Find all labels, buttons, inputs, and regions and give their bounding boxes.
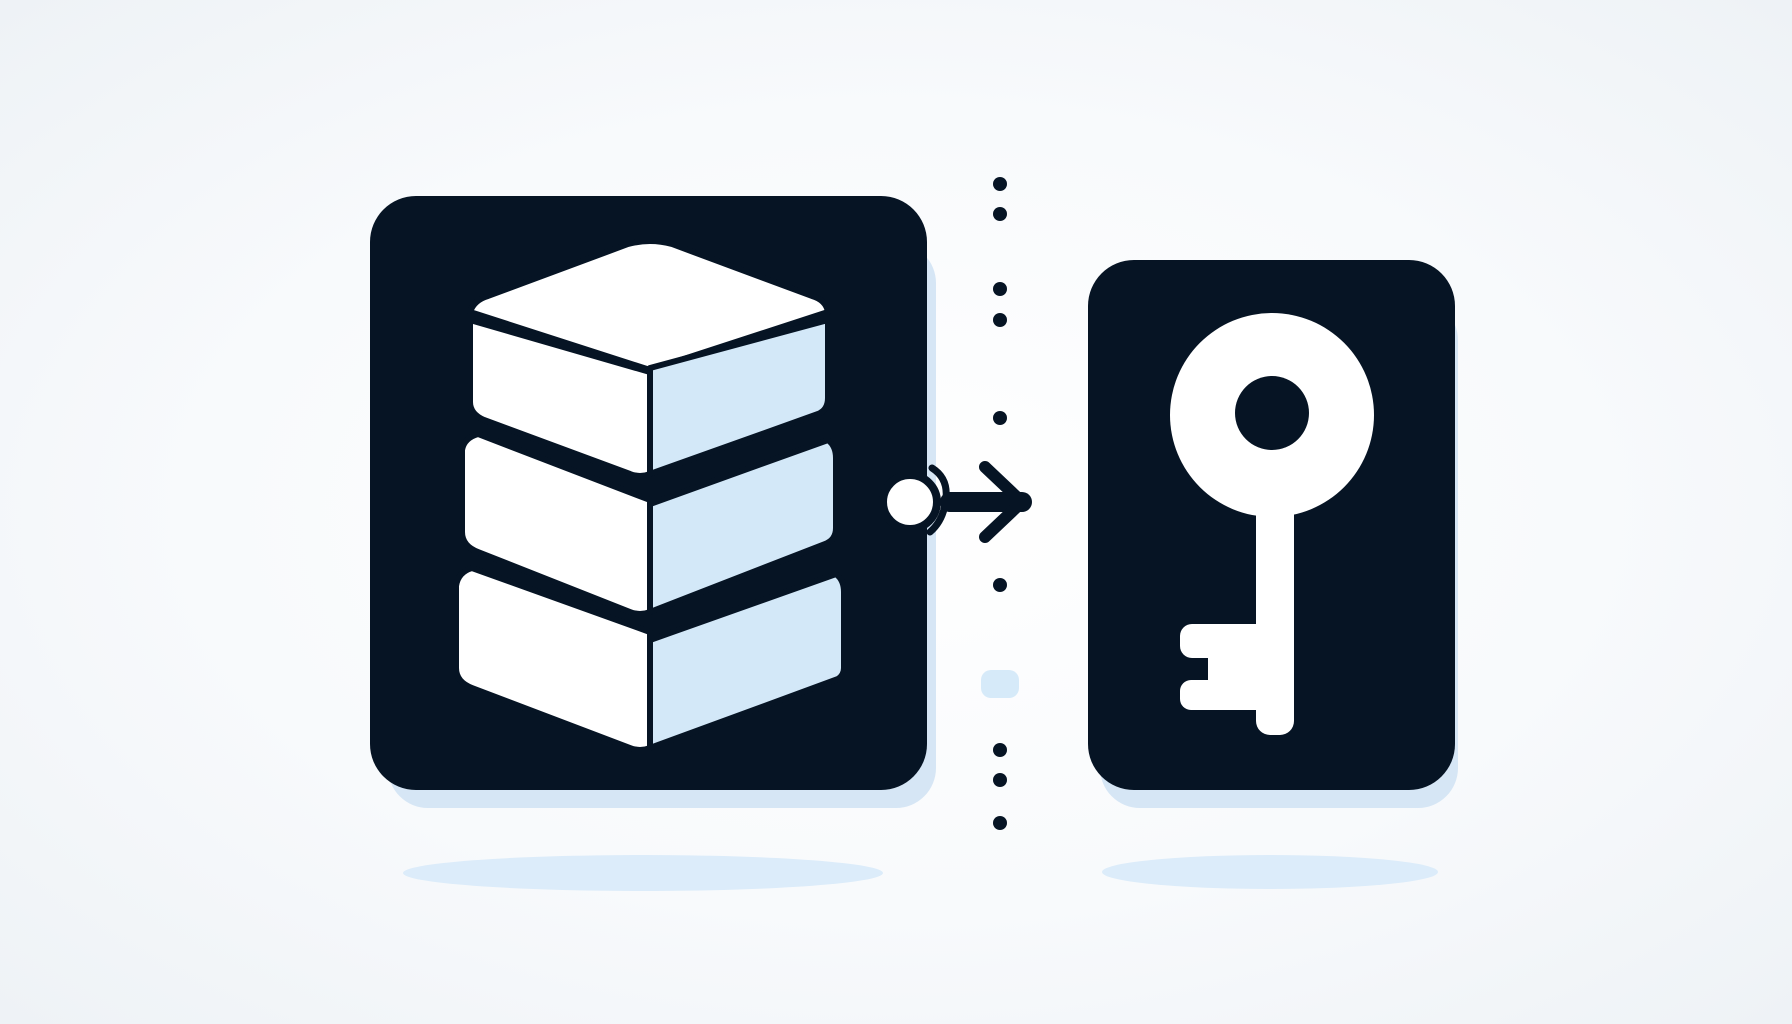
divider-dot — [993, 743, 1007, 757]
divider-dot — [993, 207, 1007, 221]
divider-dot — [993, 177, 1007, 191]
database-stack-icon — [453, 238, 847, 753]
divider-dot — [993, 313, 1007, 327]
right-floor-shadow — [1102, 855, 1438, 889]
left-floor-shadow — [403, 855, 883, 891]
divider-dot — [993, 411, 1007, 425]
key-icon — [1170, 313, 1374, 735]
stack-layer-top — [467, 238, 831, 479]
dotted-divider — [981, 177, 1019, 830]
key-hole — [1235, 376, 1309, 450]
divider-accent-dot — [981, 670, 1019, 698]
divider-dot — [993, 816, 1007, 830]
connector-ball — [879, 471, 941, 533]
stack-layer-bottom — [453, 565, 847, 753]
arrow-right-icon — [879, 461, 1032, 543]
divider-dot — [993, 773, 1007, 787]
divider-dot — [993, 282, 1007, 296]
stack-layer-middle — [459, 431, 839, 617]
divider-dot — [993, 578, 1007, 592]
